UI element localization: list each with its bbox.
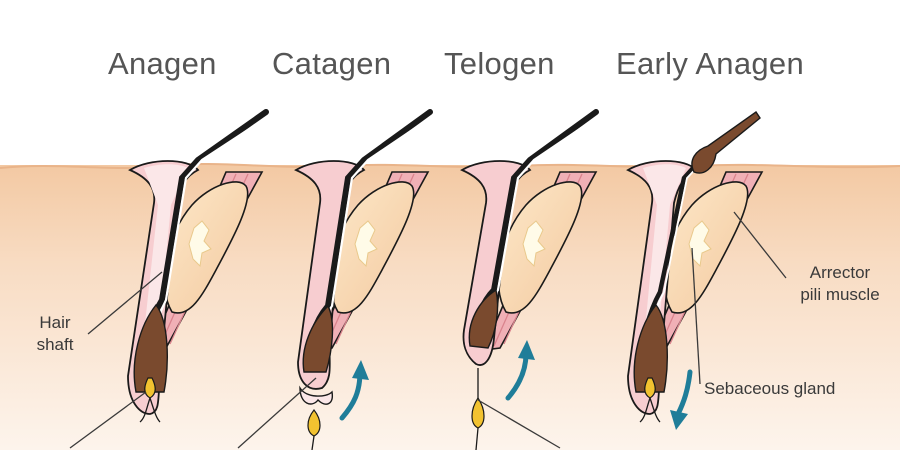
follicle-catagen bbox=[294, 109, 433, 450]
leader-papilla-catagen bbox=[237, 377, 317, 449]
leader-hair-shaft bbox=[87, 271, 163, 335]
follicle-telogen bbox=[460, 109, 599, 450]
arrow-down-early-anagen bbox=[670, 369, 693, 430]
follicle-anagen bbox=[127, 109, 269, 423]
label-hair-shaft-line1: Hair bbox=[39, 313, 71, 332]
label-hair-shaft: Hair shaft bbox=[28, 312, 82, 356]
leader-sebaceous bbox=[691, 247, 701, 385]
label-arrector-pili: Arrector pili muscle bbox=[788, 262, 892, 306]
label-sebaceous-gland: Sebaceous gland bbox=[704, 379, 836, 398]
leader-arrector bbox=[733, 211, 787, 279]
follicle-early-anagen bbox=[626, 111, 764, 423]
label-hair-shaft-line2: shaft bbox=[36, 335, 74, 354]
leader-papilla-telogen bbox=[477, 399, 561, 449]
stage-title-early-anagen: Early Anagen bbox=[616, 46, 805, 81]
leader-lines bbox=[69, 211, 787, 449]
label-arrector-line2: pili muscle bbox=[800, 285, 880, 304]
stage-title-catagen: Catagen bbox=[272, 46, 392, 81]
stage-title-anagen: Anagen bbox=[108, 46, 217, 81]
arrow-up-catagen bbox=[339, 360, 369, 421]
stage-title-telogen: Telogen bbox=[444, 46, 555, 81]
label-arrector-line1: Arrector bbox=[809, 263, 871, 282]
leader-papilla-anagen bbox=[69, 391, 147, 449]
skin-layer bbox=[0, 165, 900, 450]
arrow-up-telogen bbox=[505, 340, 535, 401]
